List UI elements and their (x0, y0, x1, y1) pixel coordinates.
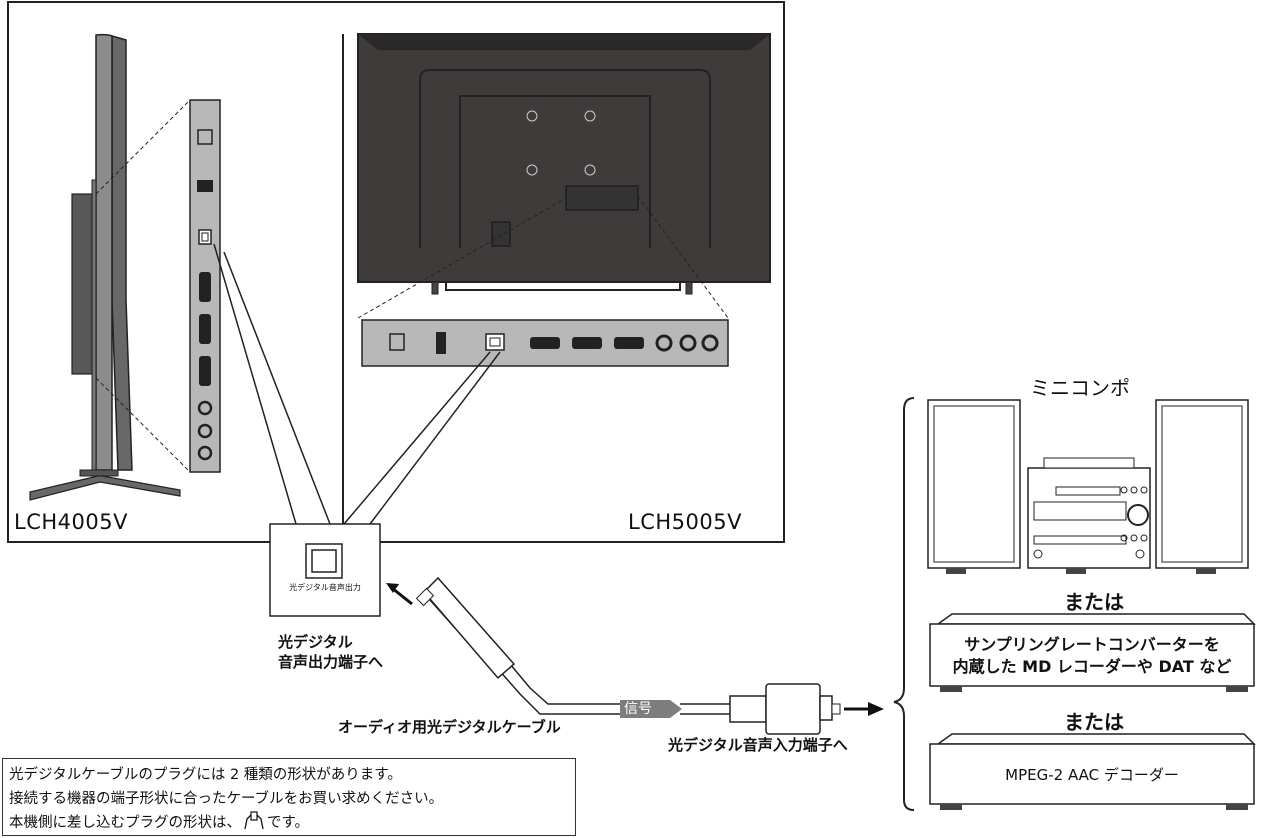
md-recorder-label-line1: サンプリングレートコンバーターを (964, 635, 1220, 654)
md-recorder-label-line2: 内蔵した MD レコーダーや DAT など (952, 657, 1232, 676)
or-label-2: または (1064, 710, 1124, 734)
note-line-3-before: 本機側に差し込むプラグの形状は、 (9, 815, 241, 831)
md-recorder-illustration (929, 613, 1256, 692)
side-terminal-panel (189, 99, 221, 473)
signal-label: 信号 (624, 701, 652, 717)
or-label-1: または (1064, 590, 1124, 614)
device-bracket (893, 397, 915, 811)
tv-frame (7, 1, 785, 543)
note-line-1: 光デジタルケーブルのプラグには 2 種類の形状があります。 (9, 767, 402, 783)
optical-input-label: 光デジタル音声入力端子へ (668, 736, 848, 754)
md-recorder-label: サンプリングレートコンバーターを 内蔵した MD レコーダーや DAT など (930, 634, 1254, 678)
model-label-lch4005v: LCH4005V (14, 510, 128, 534)
tv-rear-view (357, 33, 771, 295)
rear-terminal-panel (361, 319, 729, 367)
plug-shape-icon (244, 811, 264, 830)
note-line-3: 本機側に差し込むプラグの形状は、 です。 (9, 811, 569, 835)
model-label-lch5005v: LCH5005V (628, 510, 742, 534)
decoder-label: MPEG-2 AAC デコーダー (1005, 766, 1179, 784)
note-line-3-after: です。 (267, 815, 310, 831)
signal-arrow-icon (620, 700, 682, 718)
optical-output-label-line1: 光デジタル (278, 633, 353, 651)
mini-component-title: ミニコンポ (1030, 376, 1130, 400)
optical-cable (415, 576, 841, 735)
decoder-illustration (929, 733, 1256, 810)
mini-component-illustration (927, 399, 1249, 574)
note-line-2: 接続する機器の端子形状に合ったケーブルをお買い求めください。 (9, 791, 444, 807)
cable-name-label: オーディオ用光デジタルケーブル (338, 718, 561, 736)
arrow-to-tv-icon (386, 583, 399, 593)
plug-shape-note: 光デジタルケーブルのプラグには 2 種類の形状があります。 接続する機器の端子形… (2, 758, 576, 836)
arrow-to-device-icon (868, 702, 884, 716)
optical-output-label: 光デジタル 音声出力端子へ (278, 632, 383, 672)
callout-port-label: 光デジタル音声出力 (289, 583, 361, 592)
optical-output-label-line2: 音声出力端子へ (278, 653, 384, 671)
tv-side-view (29, 33, 181, 501)
